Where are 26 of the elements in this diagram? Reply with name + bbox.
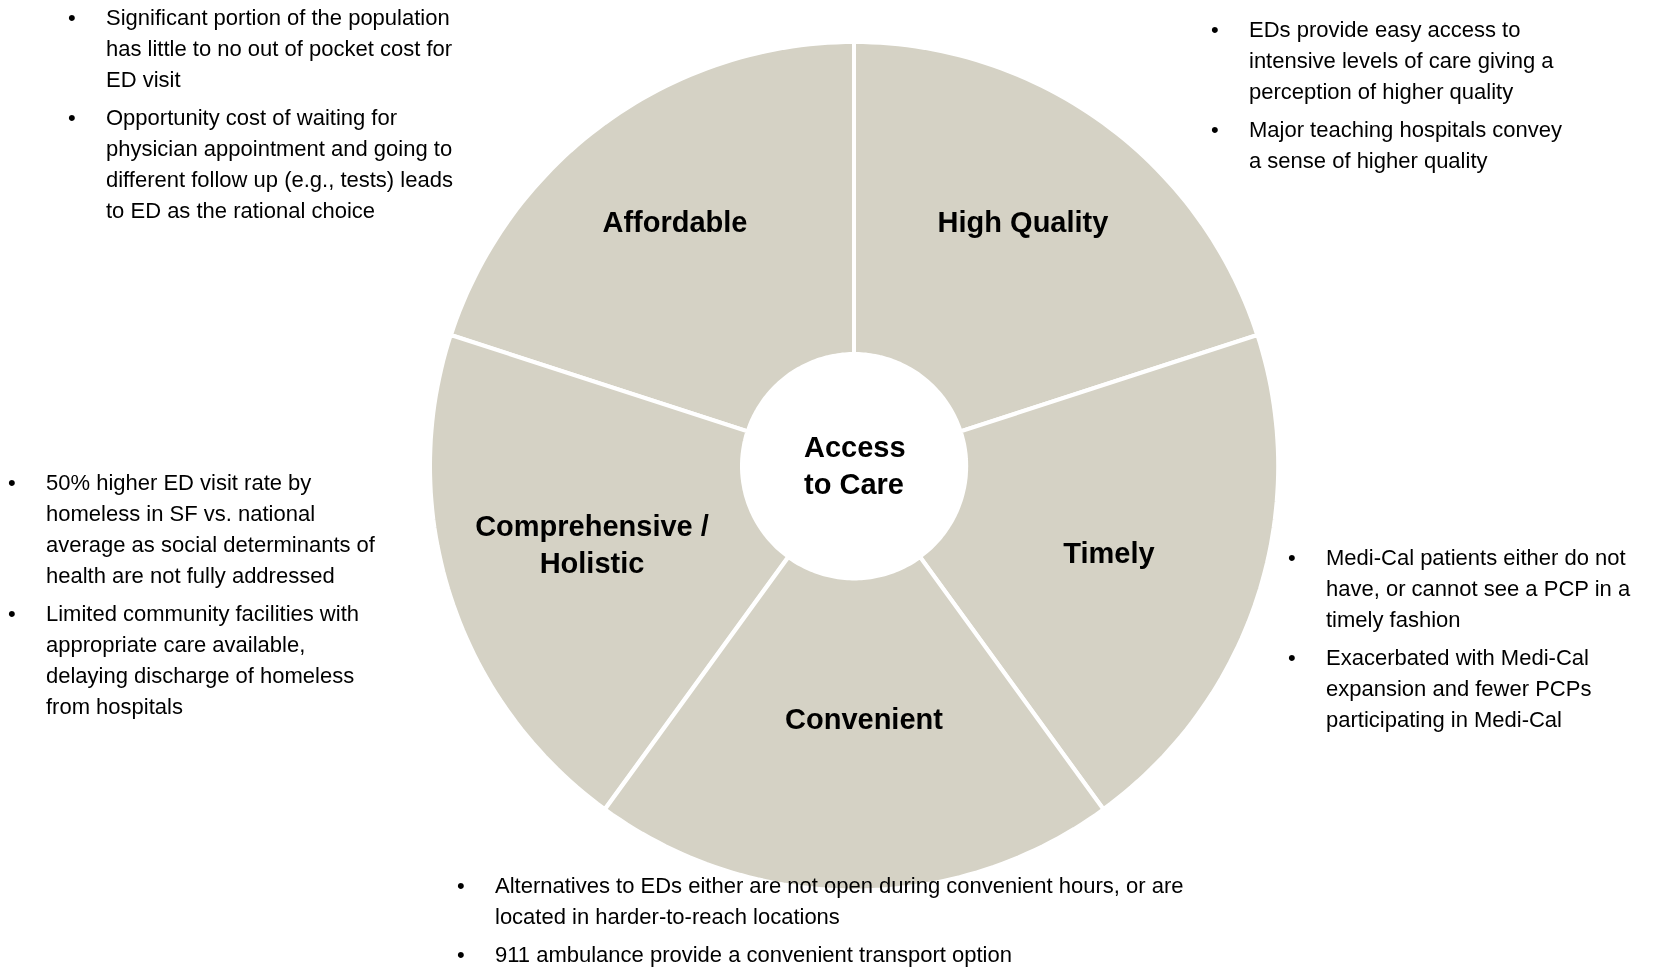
bullet-text: Medi-Cal patients either do not have, or cannot see a PCP in a timely fashion <box>1326 544 1632 634</box>
bullet-marker: • <box>8 601 16 626</box>
segment-label: Convenient <box>785 701 943 737</box>
bullet-marker: • <box>457 873 465 898</box>
center-label: Access to Care <box>804 430 904 502</box>
bullet-text: Major teaching hospitals convey a sense of higher quality <box>1249 116 1564 175</box>
bullet-marker: • <box>1211 117 1219 142</box>
bullet-marker: • <box>68 5 76 30</box>
bullet-text: 50% higher ED visit rate by homeless in SF vs. national average as social determinants of health are not fully addressed <box>46 469 376 590</box>
bullet-text: 911 ambulance provide a convenient transport option <box>495 941 1012 969</box>
segment-label: High Quality <box>937 204 1109 240</box>
bullet-marker: • <box>1211 17 1219 42</box>
bullet-marker: • <box>1288 545 1296 570</box>
bullet-text: Limited community facilities with appropriate care available, delaying discharge of homeless from hospitals <box>46 600 360 721</box>
segment-label: Comprehensive / Holistic <box>474 509 710 581</box>
bullet-text: Exacerbated with Medi-Cal expansion and fewer PCPs participating in Medi-Cal <box>1326 644 1593 734</box>
bullet-text: EDs provide easy access to intensive levels of care giving a perception of higher quality <box>1249 16 1555 106</box>
segment-label: Timely <box>1063 535 1155 571</box>
bullet-marker: • <box>68 105 76 130</box>
bullet-text: Alternatives to EDs either are not open during convenient hours, or are located in harder-to-reach locations <box>495 872 1185 931</box>
bullet-text: Significant portion of the population has little to no out of pocket cost for ED visit <box>106 4 454 94</box>
bullet-marker: • <box>1288 645 1296 670</box>
segment-label: Affordable <box>602 204 748 240</box>
bullet-marker: • <box>8 470 16 495</box>
bullet-text: Opportunity cost of waiting for physician appointment and going to different follow up (e.g., tests) leads to ED as the rational choice <box>106 104 454 225</box>
bullet-marker: • <box>457 942 465 967</box>
